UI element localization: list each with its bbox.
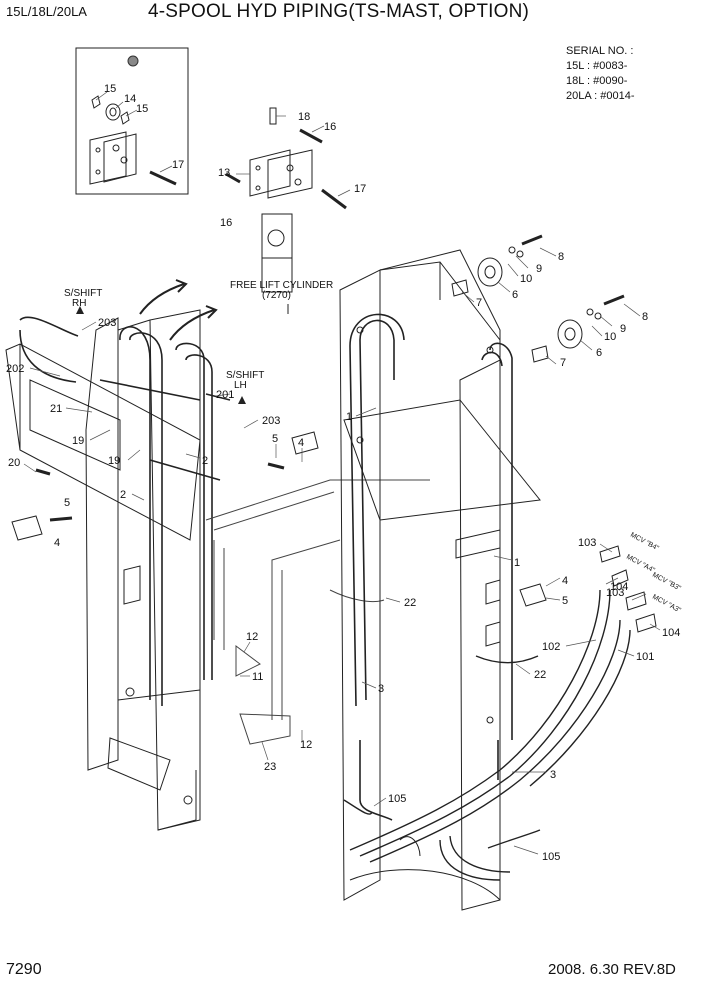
callout: 13 [218, 167, 230, 179]
callout: 5 [64, 497, 70, 509]
callout: 5 [272, 433, 278, 445]
mcv-fittings [519, 545, 657, 633]
callout: 4 [54, 537, 60, 549]
serial-line: 18L : #0090- [566, 75, 628, 87]
cylinder-label: FREE LIFT CYLINDER [230, 280, 333, 291]
callout: 11 [252, 671, 263, 683]
callout: 202 [6, 363, 24, 375]
callout: 18 [298, 111, 310, 123]
mcv-a4-label: MCV "A4" [625, 554, 656, 575]
callout: 16 [220, 217, 232, 229]
callout: 104 [610, 581, 628, 593]
callout: 7 [560, 357, 566, 369]
callout: 102 [542, 641, 560, 653]
callout: 201 [216, 389, 234, 401]
mcv-pipe-bundle [343, 589, 631, 881]
callout: 4 [298, 437, 304, 449]
mcv-port-labels: MCV "B4" MCV "A4" MCV "B3" MCV "A3" [625, 532, 682, 615]
bracket-plate-inset [89, 95, 177, 186]
callout: 19 [108, 455, 120, 467]
serial-number-block: SERIAL NO. : 15L : #0083- 18L : #0090- 2… [566, 44, 635, 104]
mcv-b3-label: MCV "B3" [651, 572, 682, 593]
sshift-rh-side: RH [72, 298, 86, 309]
callout: 23 [264, 761, 276, 773]
callout: 105 [388, 793, 406, 805]
carriage-plate [5, 343, 201, 541]
callout: 22 [404, 597, 416, 609]
callout: 16 [324, 121, 336, 133]
callout: 8 [642, 311, 648, 323]
cylinder-ref: (7270) [262, 290, 291, 301]
callout: 20 [8, 457, 20, 469]
sideshift-arrow-icons [76, 306, 246, 404]
callout: 21 [50, 403, 62, 415]
callout: 12 [300, 739, 312, 751]
callout: 22 [534, 669, 546, 681]
callout: 103 [606, 587, 624, 599]
routing-lines [205, 479, 430, 745]
model-code: 15L/18L/20LA [6, 4, 87, 19]
callout: 19 [72, 435, 84, 447]
sideshift-hoses [19, 316, 231, 706]
right-mast-outer [339, 249, 541, 911]
mcv-a3-label: MCV "A3" [651, 594, 682, 615]
callout: 17 [354, 183, 366, 195]
callout: 6 [596, 347, 602, 359]
mcv-b4-label: MCV "B4" [629, 532, 660, 553]
callout: 9 [620, 323, 626, 335]
right-mast-hoses [349, 313, 513, 821]
sshift-rh-label: S/SHIFT [64, 288, 102, 299]
callout: 9 [536, 263, 542, 275]
page-title: 4-SPOOL HYD PIPING(TS-MAST, OPTION) [148, 1, 530, 22]
callout: 1 [514, 557, 520, 569]
callout: 8 [558, 251, 564, 263]
callout: 104 [662, 627, 680, 639]
free-lift-cylinder [261, 213, 293, 314]
left-mast [85, 309, 201, 831]
part-callouts: 15 14 15 17 18 16 13 17 16 8 9 10 6 7 8 … [6, 83, 680, 863]
revision-date: 2008. 6.30 REV.8D [548, 961, 676, 978]
callout: 105 [542, 851, 560, 863]
callout: 101 [636, 651, 654, 663]
callout: 3 [378, 683, 384, 695]
lift-arrows [139, 279, 218, 341]
callout: 17 [172, 159, 184, 171]
sshift-lh-label: S/SHIFT [226, 370, 264, 381]
callout: 12 [246, 631, 258, 643]
callout: 14 [124, 93, 136, 105]
callout: 10 [604, 331, 616, 343]
callout: 5 [562, 595, 568, 607]
sshift-lh-side: LH [234, 380, 247, 391]
callout: 4 [562, 575, 568, 587]
clamp-block-left [11, 431, 319, 541]
bracket-plate-top [225, 107, 347, 210]
serial-line: 15L : #0083- [566, 60, 628, 72]
callout: 15 [136, 103, 148, 115]
page-number: 7290 [6, 961, 42, 978]
descriptive-labels: S/SHIFT RH S/SHIFT LH FREE LIFT CYLINDER… [64, 280, 333, 391]
callout: 203 [262, 415, 280, 427]
inset-marker-icon [127, 55, 139, 67]
callout: 15 [104, 83, 116, 95]
callout: 1 [346, 411, 352, 423]
callout: 2 [120, 489, 126, 501]
serial-heading: SERIAL NO. : [566, 45, 634, 57]
inset-frame [75, 47, 189, 195]
serial-line: 20LA : #0014- [566, 90, 635, 102]
callout: 6 [512, 289, 518, 301]
callout: 203 [98, 317, 116, 329]
callout: 3 [550, 769, 556, 781]
callout: 103 [578, 537, 596, 549]
leader-lines [23, 91, 661, 855]
callout: 7 [476, 297, 482, 309]
callout: 2 [202, 455, 208, 467]
callout: 10 [520, 273, 532, 285]
